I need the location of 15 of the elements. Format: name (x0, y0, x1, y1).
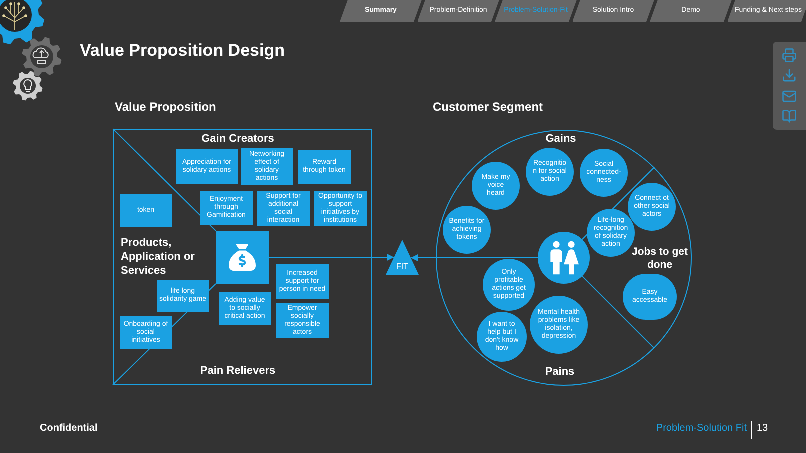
section-heading: Customer Segment (433, 100, 544, 115)
section-heading: Gain Creators (202, 133, 274, 147)
money-bag-icon (216, 231, 269, 284)
section-heading: Pains (545, 366, 575, 380)
section-heading: Value Proposition (115, 100, 216, 115)
page-title: Value Proposition Design (80, 40, 285, 62)
arrow (410, 254, 538, 262)
section-heading: Products, Application or Services (121, 237, 196, 278)
section-heading: Pain Relievers (200, 365, 276, 379)
section-heading: Gains (546, 133, 576, 147)
footer-note: Confidential (40, 423, 98, 436)
footer-section-name: Problem-Solution Fit (656, 423, 747, 436)
people-icon (538, 232, 590, 284)
arrow (268, 254, 395, 261)
page-number: 13 (757, 423, 768, 436)
